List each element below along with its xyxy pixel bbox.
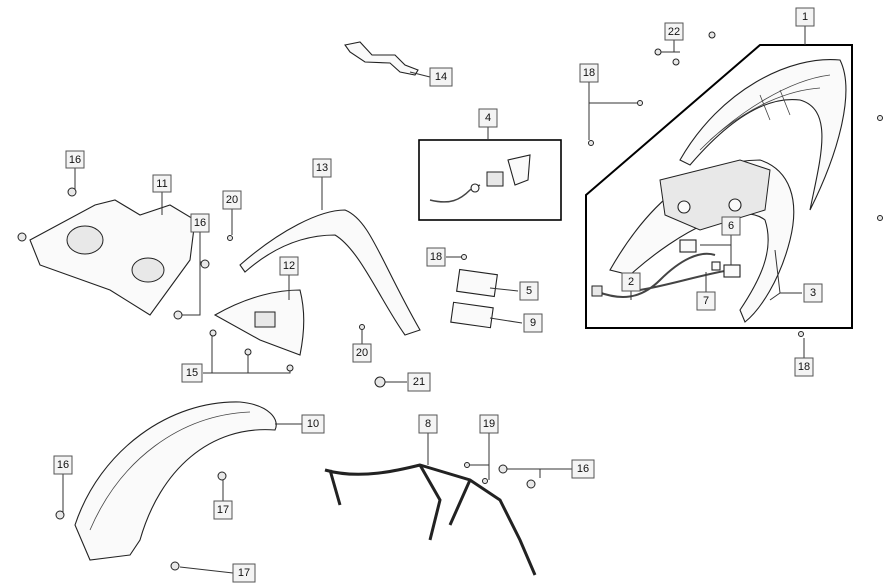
callout-22: 22 [664, 22, 684, 41]
callout-13: 13 [312, 158, 332, 178]
leader-lines [62, 26, 806, 574]
callout-16: 16 [65, 150, 85, 169]
part-plate-9 [450, 301, 494, 329]
callout-10: 10 [301, 414, 325, 434]
svg-text:11: 11 [156, 178, 167, 190]
part-tail-lamp [609, 159, 795, 323]
svg-text:7: 7 [703, 295, 709, 307]
svg-text:15: 15 [186, 367, 198, 379]
part-rear-fender [74, 401, 277, 561]
callout-19: 19 [479, 414, 499, 434]
license-light-frame [418, 139, 562, 221]
callout-17: 17 [232, 563, 256, 583]
svg-text:16: 16 [57, 459, 69, 471]
svg-text:18: 18 [798, 361, 810, 373]
callout-5: 5 [519, 281, 539, 301]
callout-4: 4 [478, 108, 498, 128]
callout-3: 3 [803, 283, 823, 303]
callout-16: 16 [53, 455, 73, 475]
part-undertray [29, 199, 196, 316]
undertray-hole [66, 225, 104, 255]
svg-text:16: 16 [69, 154, 81, 166]
svg-text:4: 4 [485, 112, 491, 124]
svg-text:14: 14 [435, 71, 447, 83]
svg-text:1: 1 [802, 11, 808, 23]
svg-text:3: 3 [810, 287, 816, 299]
callout-1: 1 [795, 7, 815, 27]
callout-18: 18 [426, 247, 446, 267]
svg-text:8: 8 [425, 418, 431, 430]
callout-20: 20 [352, 343, 372, 363]
callout-18: 18 [579, 63, 599, 83]
part-tail-cover [679, 58, 847, 211]
svg-text:9: 9 [530, 317, 536, 329]
callout-9: 9 [523, 313, 543, 333]
fasteners [17, 31, 883, 571]
callout-16: 16 [190, 213, 210, 233]
svg-text:17: 17 [217, 504, 229, 516]
svg-text:20: 20 [226, 194, 238, 206]
callout-21: 21 [407, 372, 431, 392]
part-rear-fender-upper [239, 209, 421, 336]
callout-8: 8 [418, 414, 438, 434]
part-wiring-harness-lamp [591, 239, 741, 298]
callout-14: 14 [429, 67, 453, 87]
svg-text:18: 18 [430, 251, 442, 263]
part-bracket-14 [344, 41, 419, 76]
callout-12: 12 [279, 256, 299, 276]
svg-text:16: 16 [577, 463, 589, 475]
flap-plate [254, 311, 276, 328]
svg-text:12: 12 [283, 260, 295, 272]
taillight-assembly-frame [585, 44, 853, 329]
part-license-light [429, 154, 531, 203]
svg-text:22: 22 [668, 26, 680, 38]
undertray-hole [131, 257, 165, 283]
fender-edge [89, 411, 251, 531]
callout-18: 18 [794, 357, 814, 377]
svg-text:16: 16 [194, 217, 206, 229]
svg-text:5: 5 [526, 285, 532, 297]
callout-20: 20 [222, 190, 242, 210]
svg-text:6: 6 [728, 220, 734, 232]
svg-text:19: 19 [483, 418, 495, 430]
callout-11: 11 [152, 174, 172, 193]
svg-text:21: 21 [413, 376, 425, 388]
callout-6: 6 [721, 216, 741, 236]
svg-text:18: 18 [583, 67, 595, 79]
svg-text:20: 20 [356, 347, 368, 359]
svg-text:2: 2 [628, 276, 634, 288]
callout-2: 2 [621, 272, 641, 292]
svg-text:10: 10 [307, 418, 319, 430]
part-reflector-plate-5 [456, 268, 498, 298]
callout-17: 17 [213, 500, 233, 520]
callout-16: 16 [571, 459, 595, 479]
callout-7: 7 [696, 291, 716, 311]
svg-text:17: 17 [238, 567, 250, 579]
part-subframe [324, 463, 537, 576]
svg-text:13: 13 [316, 162, 328, 174]
callout-15: 15 [181, 363, 203, 383]
